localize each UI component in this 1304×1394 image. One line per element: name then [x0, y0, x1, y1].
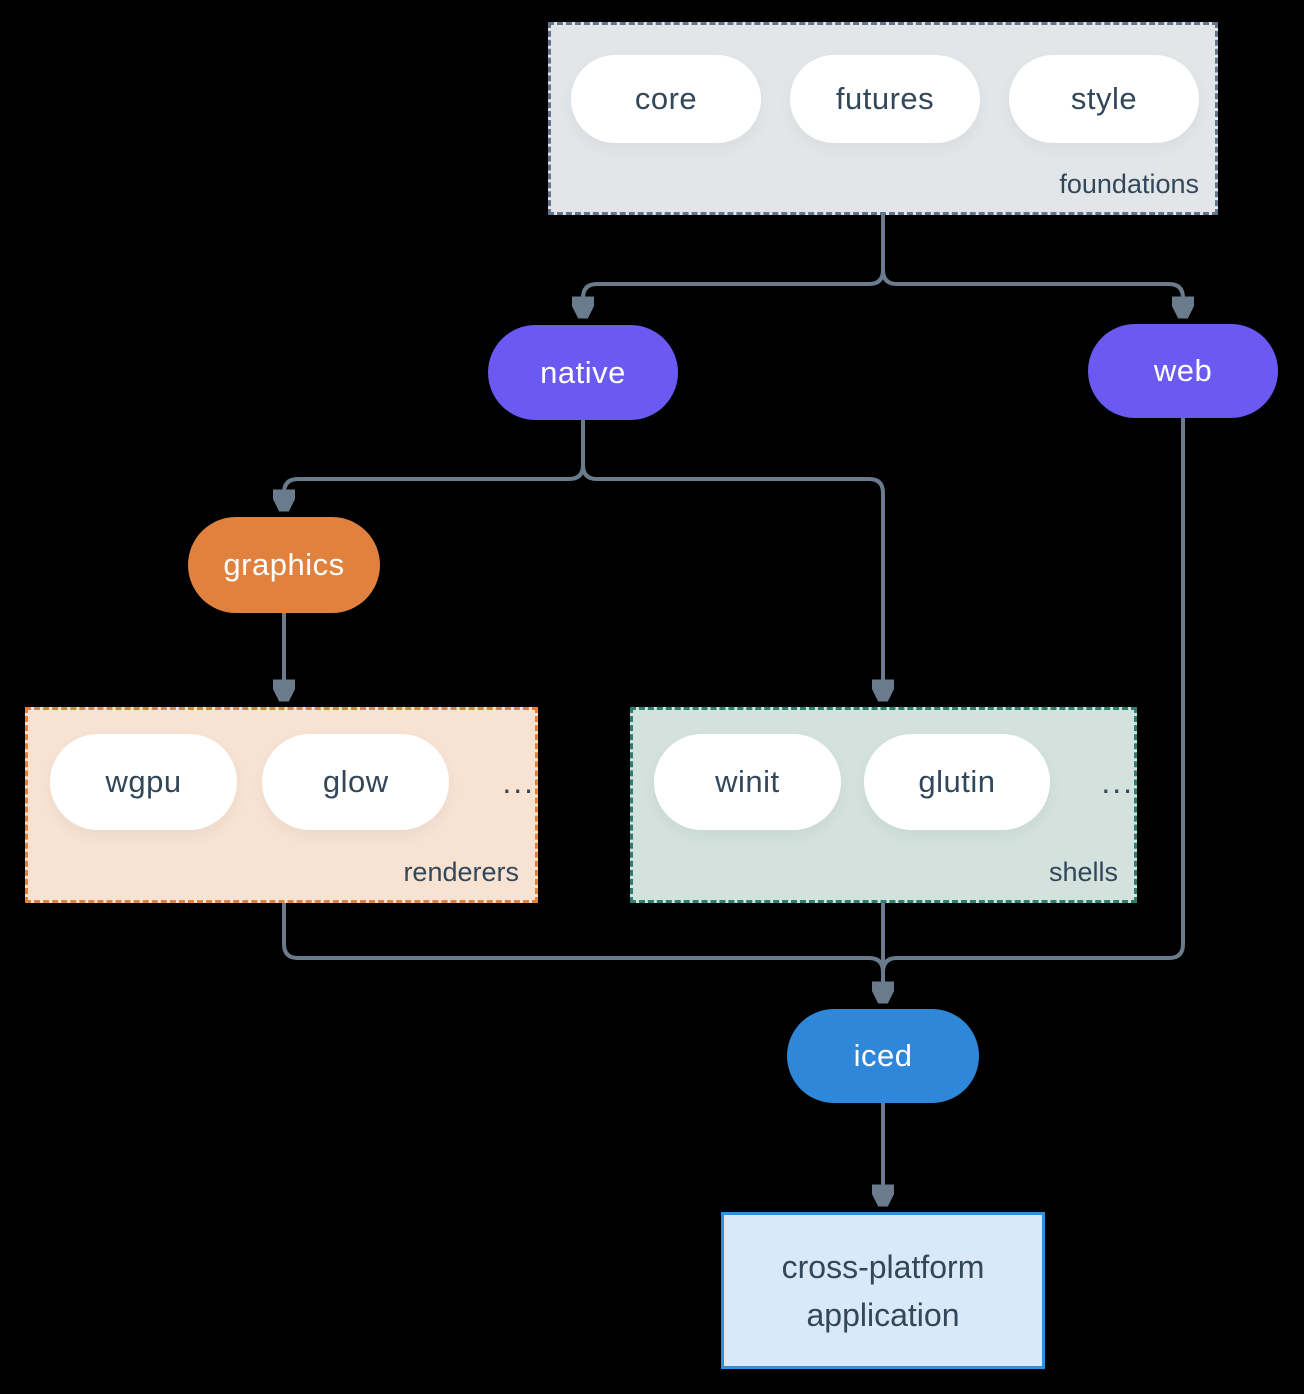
renderers-pill-row: wgpu glow ...: [28, 710, 535, 830]
application-label-line1: cross-platform: [781, 1248, 985, 1285]
node-iced: iced: [787, 1009, 979, 1103]
shells-ellipsis: ...: [1101, 763, 1134, 800]
edge-native-shells: [581, 420, 883, 698]
node-glutin: glutin: [863, 734, 1051, 830]
node-style: style: [1009, 55, 1199, 143]
edge-native-graphics: [284, 420, 585, 508]
node-glow: glow: [262, 734, 450, 830]
node-winit: winit: [654, 734, 841, 830]
node-web: web: [1088, 324, 1278, 418]
application-label-line2: application: [806, 1296, 960, 1333]
renderers-ellipsis: ...: [502, 763, 535, 800]
shells-group: winit glutin ... shells: [630, 707, 1137, 903]
foundations-label: foundations: [1059, 169, 1199, 199]
node-cross-platform-application: cross-platform application: [721, 1212, 1045, 1369]
foundations-pill-row: core futures style: [551, 25, 1215, 143]
renderers-group: wgpu glow ... renderers: [25, 707, 538, 903]
node-core: core: [571, 55, 761, 143]
foundations-group: core futures style foundations: [548, 22, 1218, 215]
node-graphics: graphics: [188, 517, 380, 613]
node-native: native: [488, 325, 678, 420]
shells-label: shells: [1048, 857, 1118, 887]
shells-pill-row: winit glutin ...: [633, 710, 1134, 830]
edge-foundations-native: [583, 215, 885, 315]
node-wgpu: wgpu: [50, 734, 238, 830]
edge-renderers-merge: [282, 903, 885, 973]
node-futures: futures: [790, 55, 980, 143]
edge-foundations-web: [881, 215, 1183, 315]
renderers-label: renderers: [403, 857, 519, 887]
